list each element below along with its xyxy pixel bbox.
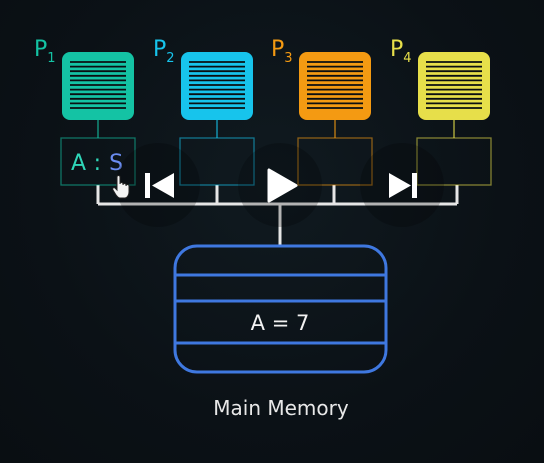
cache-4 (416, 137, 492, 186)
next-button[interactable] (360, 143, 444, 227)
skip-back-icon (145, 173, 174, 198)
processor-chip-icon (70, 61, 126, 109)
cache-entry-1: A:S (71, 151, 123, 176)
player-controls (116, 143, 444, 227)
cache-2 (179, 137, 255, 186)
main-memory-label: Main Memory (213, 396, 349, 420)
processor-4: P4 (390, 37, 492, 186)
play-icon (267, 168, 298, 203)
memory-cell-value: A = 7 (251, 311, 310, 335)
processor-label-3: P3 (271, 37, 293, 66)
processor-label-4: P4 (390, 37, 412, 66)
processor-chip-icon (307, 61, 363, 109)
processor-chip-icon (189, 61, 245, 109)
main-memory: A = 7 Main Memory (173, 244, 388, 420)
cache-3 (297, 137, 373, 186)
processor-label-1: P1 (34, 37, 56, 66)
skip-forward-icon (389, 173, 417, 198)
processor-label-2: P2 (153, 37, 175, 66)
processors: P1A:S P2 P3 P4 (34, 37, 492, 186)
processor-3: P3 (271, 37, 373, 186)
processor-2: P2 (153, 37, 255, 186)
play-button[interactable] (238, 143, 322, 227)
system-bus (96, 185, 459, 246)
processor-1: P1A:S (34, 37, 136, 186)
cache-1 (60, 137, 136, 186)
main-memory-block (173, 244, 388, 374)
processor-chip-icon (426, 61, 482, 109)
previous-button[interactable] (116, 143, 200, 227)
hand-pointer-icon (112, 175, 130, 199)
